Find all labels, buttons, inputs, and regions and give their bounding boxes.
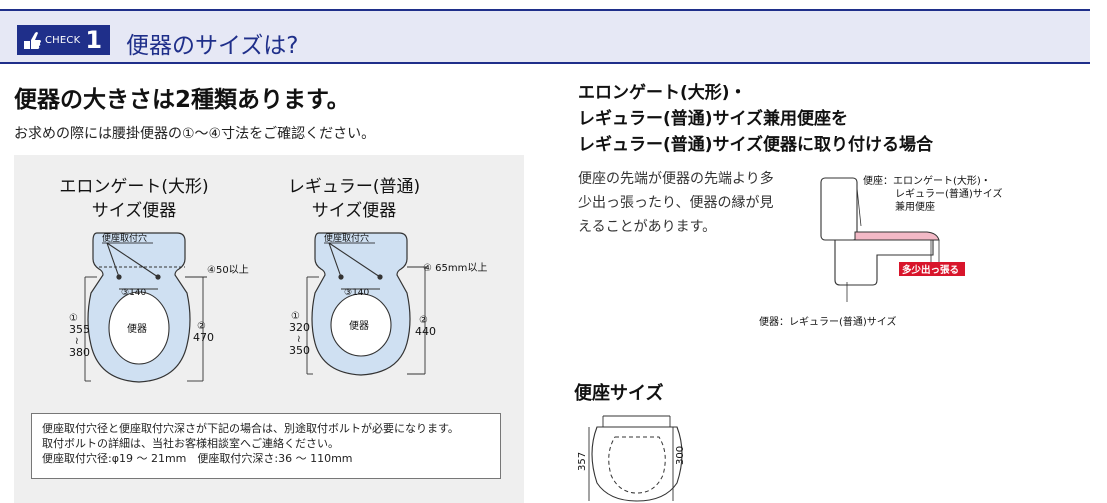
elongate-dim1-marker: ① (69, 313, 78, 324)
regular-hole-label: 便座取付穴 (324, 232, 369, 244)
check-badge: CHECK 1 (17, 25, 110, 55)
elongate-hole-left (116, 274, 122, 280)
elongate-bowl-diagram: 便座取付穴 ③140 ④50以上 便器 ① 355 ≀ 380 ② 470 (69, 232, 249, 383)
toilet-body (834, 239, 934, 286)
regular-dim4-label: ④ 65mm以上 (423, 262, 487, 274)
elongate-dim3-label: ③140 (121, 288, 147, 298)
seat-size-diagram: 357 300 (577, 415, 686, 502)
seat-callout-line2: レギュラー(普通)サイズ (895, 187, 1003, 200)
compatibility-description-line2: 少出っ張ったり、便器の縁が見 (578, 195, 774, 211)
elongate-dim1-min: 355 (69, 323, 90, 336)
elongate-hole-leader-1 (106, 242, 120, 278)
seat-callout-line1: 便座：エロンゲート(大形)・ (863, 174, 991, 187)
page-title: 便器のサイズは? (126, 33, 299, 59)
side-view-toilet-diagram: 便座：エロンゲート(大形)・ レギュラー(普通)サイズ 兼用便座 多少出っ張る … (759, 174, 1003, 328)
elongate-bowl-label: 便器 (127, 322, 147, 335)
compatibility-heading-line3: レギュラー(普通)サイズ便器に取り付ける場合 (578, 135, 934, 155)
compatibility-heading-line2: レギュラー(普通)サイズ兼用便座を (578, 109, 849, 129)
compatibility-description-line3: えることがあります。 (578, 219, 717, 235)
toilet-seat (854, 231, 940, 241)
section-heading: 便器の大きさは2種類あります。 (14, 87, 350, 113)
section-description: お求めの際には腰掛便器の①〜④寸法をご確認ください。 (14, 126, 376, 142)
bolt-note-box: 便座取付穴径と便座取付穴深さが下記の場合は、別途取付ボルトが必要になります。 取… (31, 413, 501, 479)
bowl-callout: 便器：レギュラー(普通)サイズ (759, 315, 897, 328)
seat-dim-width-label: 357 (577, 452, 588, 471)
toilet-tank (820, 177, 858, 241)
elongate-hole-right (155, 274, 161, 280)
seat-outline (591, 426, 683, 502)
regular-name-line2: サイズ便器 (311, 201, 397, 221)
regular-hole-leader-1 (328, 242, 342, 278)
regular-hole-left (338, 274, 344, 280)
seat-callout-line3: 兼用便座 (895, 200, 935, 213)
regular-bowl-label: 便器 (349, 319, 369, 332)
elongate-type-name: エロンゲート(大形) サイズ便器 (44, 175, 224, 223)
elongate-name-line2: サイズ便器 (91, 201, 177, 221)
pointing-hand-icon (24, 32, 41, 49)
elongate-dim2-value: 470 (193, 331, 214, 344)
elongate-bowl-opening (108, 291, 170, 365)
check-number: 1 (85, 26, 103, 54)
note-line-2: 取付ボルトの詳細は、当社お客様相談室へご連絡ください。 (42, 437, 339, 450)
seat-opening-dashed (608, 436, 666, 494)
overhang-badge (899, 262, 965, 276)
seat-hinge-bracket (602, 415, 671, 427)
elongate-name-line1: エロンゲート(大形) (59, 177, 209, 197)
elongate-dim2-marker: ② (197, 321, 206, 332)
regular-hole-right (377, 274, 383, 280)
section-header: CHECK 1 便器のサイズは? (0, 9, 1090, 64)
regular-dim2-value: 440 (415, 325, 436, 338)
regular-dim1-max: 350 (289, 344, 310, 357)
regular-name-line1: レギュラー(普通) (287, 177, 421, 197)
size-comparison-panel: エロンゲート(大形) サイズ便器 レギュラー(普通) サイズ便器 便座取付穴 (14, 155, 524, 503)
regular-bowl-diagram: 便座取付穴 ③140 ④ 65mm以上 便器 ① 320 ≀ 350 ② 440 (289, 232, 487, 376)
note-line-3: 便座取付穴径:φ19 〜 21mm 便座取付穴深さ:36 〜 110mm (42, 452, 353, 465)
regular-dim2-marker: ② (419, 315, 428, 326)
regular-type-name: レギュラー(普通) サイズ便器 (264, 175, 444, 223)
elongate-dim1-max: 380 (69, 346, 90, 359)
regular-dim1-marker: ① (291, 311, 300, 322)
seat-callout-leader (856, 187, 862, 227)
elongate-dim4-label: ④50以上 (207, 264, 249, 276)
compatibility-heading: エロンゲート(大形)・ レギュラー(普通)サイズ兼用便座を レギュラー(普通)サ… (578, 80, 933, 158)
regular-dim1-tilde: ≀ (297, 334, 301, 345)
regular-bowl-opening (330, 293, 392, 357)
elongate-hole-label: 便座取付穴 (102, 232, 147, 244)
elongate-hole-leader-2 (106, 242, 159, 278)
seat-size-heading: 便座サイズ (574, 383, 664, 404)
note-line-1: 便座取付穴径と便座取付穴深さが下記の場合は、別途取付ボルトが必要になります。 (42, 422, 459, 435)
regular-dim1-min: 320 (289, 321, 310, 334)
compatibility-description-line1: 便座の先端が便器の先端より多 (578, 171, 774, 187)
compatibility-heading-line1: エロンゲート(大形)・ (578, 83, 747, 103)
check-label: CHECK (45, 34, 81, 46)
overhang-label: 多少出っ張る (902, 264, 959, 276)
elongate-dim1-tilde: ≀ (75, 336, 79, 347)
seat-dim-length-label: 300 (675, 446, 686, 465)
compatibility-description: 便座の先端が便器の先端より多 少出っ張ったり、便器の縁が見 えることがあります。 (578, 167, 808, 239)
regular-dim3-label: ③140 (344, 288, 370, 298)
regular-hole-leader-2 (328, 242, 381, 278)
